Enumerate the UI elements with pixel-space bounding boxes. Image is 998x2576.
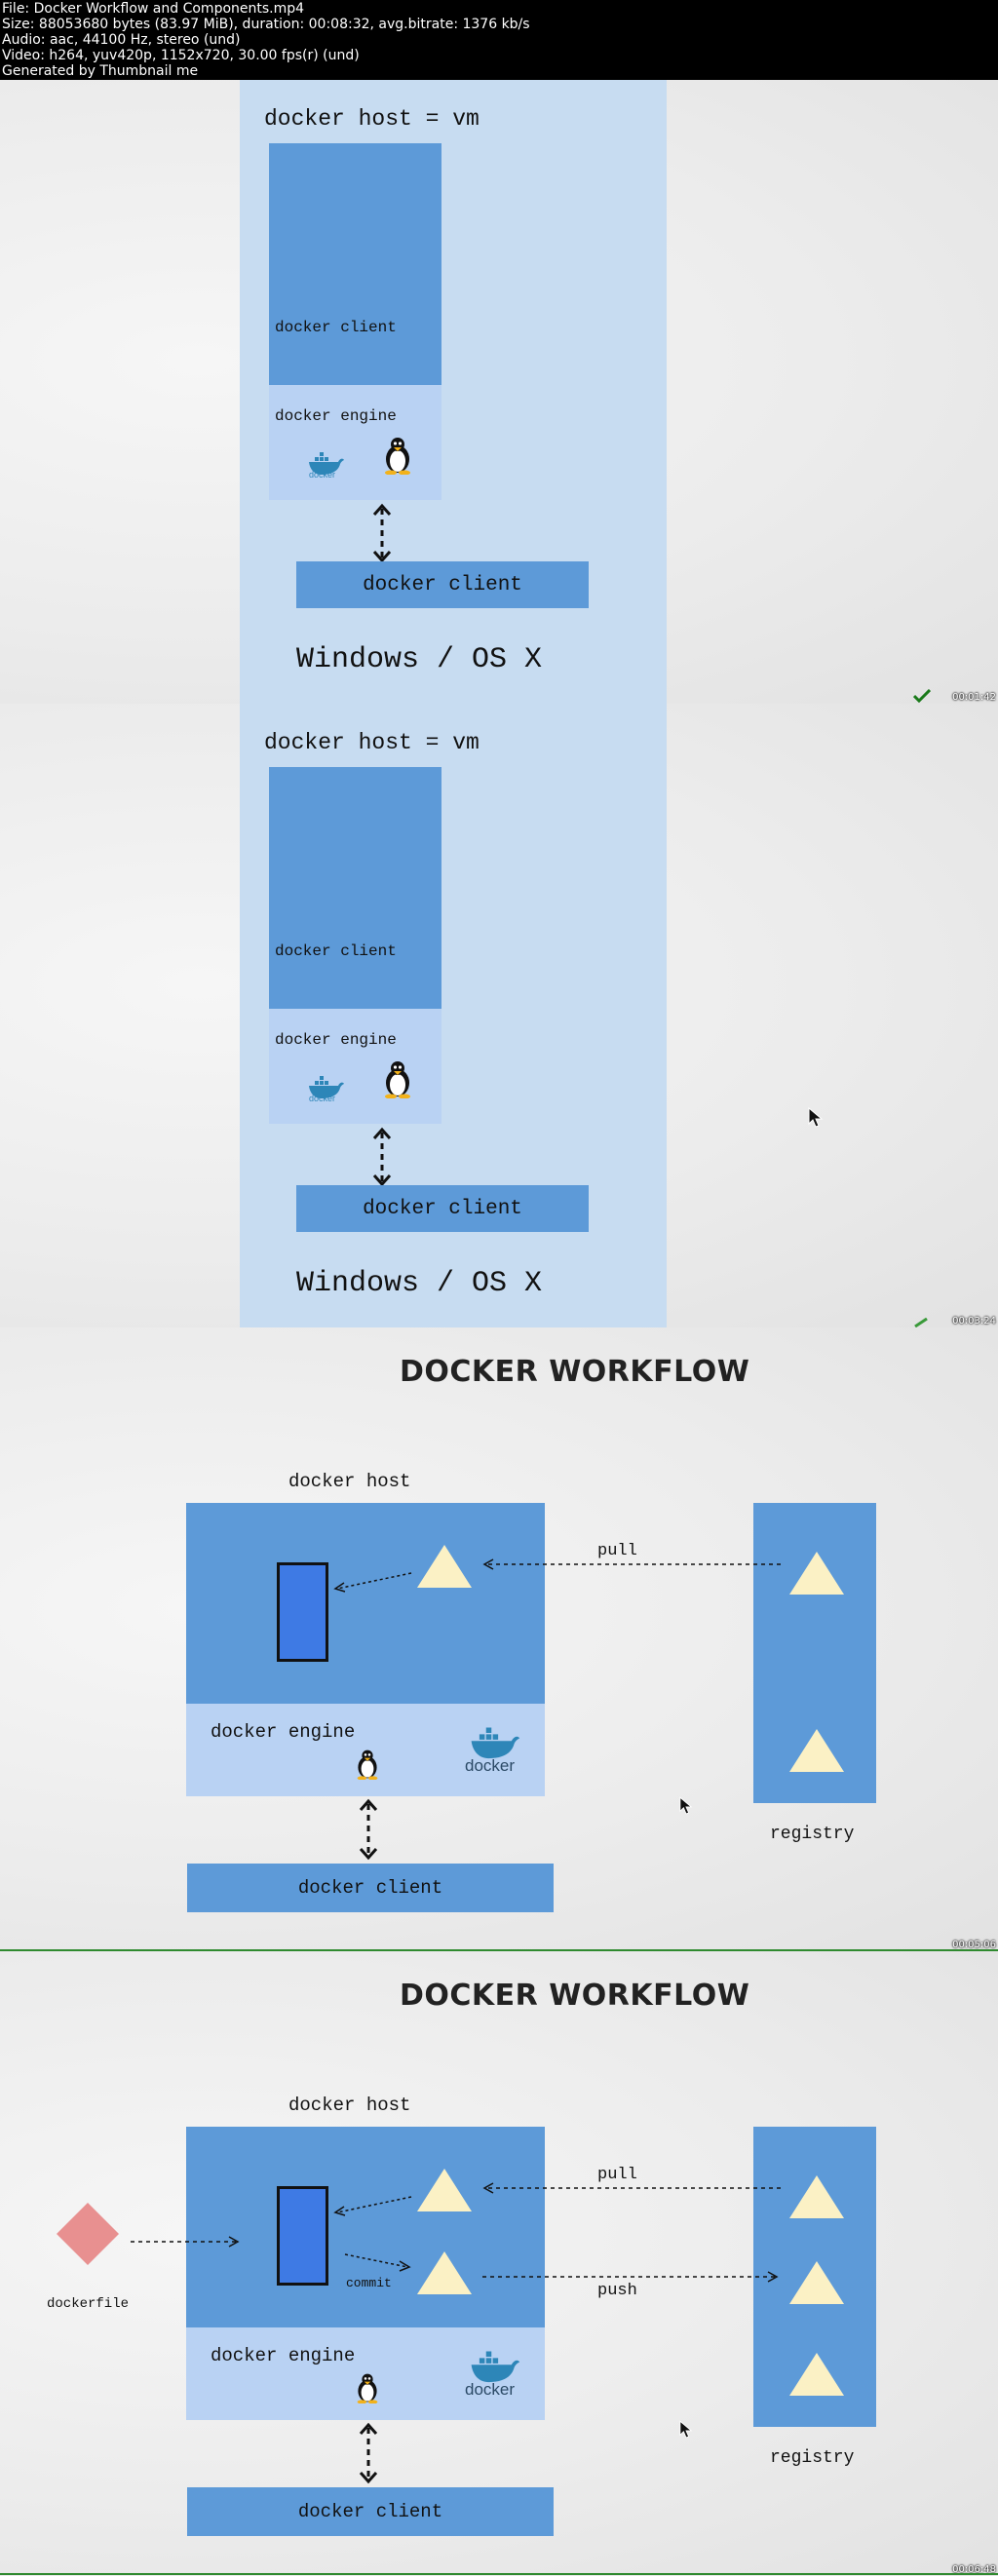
dockerfile-diamond <box>55 2201 121 2267</box>
image-triangle <box>417 2169 472 2211</box>
frame-timestamp: 00:01:42 <box>952 692 996 703</box>
client-engine-arrow <box>357 2422 380 2484</box>
docker-engine-block <box>269 385 441 500</box>
engine-label: docker engine <box>275 1031 397 1049</box>
docker-client-bar: docker client <box>187 1864 554 1912</box>
thumbnail-frame-4: DOCKER WORKFLOW docker host commit docke… <box>0 1951 998 2576</box>
container-box <box>277 2186 328 2286</box>
dockerfile-label: dockerfile <box>47 2296 130 2312</box>
docker-client-bar: docker client <box>296 1185 589 1232</box>
meta-size-line: Size: 88053680 bytes (83.97 MiB), durati… <box>2 17 530 32</box>
frame-timestamp: 00:06:48 <box>952 2564 996 2575</box>
vm-client-block <box>269 143 441 385</box>
mouse-cursor-icon <box>679 1796 693 1816</box>
container-box <box>277 1562 328 1662</box>
pushed-image-triangle <box>789 2261 844 2304</box>
docker-host-block <box>186 2127 545 2327</box>
workflow-title: DOCKER WORKFLOW <box>400 1355 750 1389</box>
docker-engine-block <box>269 1009 441 1124</box>
host-title: docker host <box>288 2095 411 2116</box>
docker-whale-icon <box>466 2346 522 2389</box>
pull-arrow <box>480 1557 783 1571</box>
frame-divider <box>0 1949 998 1951</box>
push-arrow <box>480 2270 783 2284</box>
docker-client-bar-label: docker client <box>363 573 522 596</box>
meta-generator-line: Generated by Thumbnail me <box>2 63 199 79</box>
engine-label: docker engine <box>211 2345 356 2366</box>
vm-client-block <box>269 767 441 1009</box>
mouse-cursor-icon <box>808 1106 824 1129</box>
meta-audio-line: Audio: aac, 44100 Hz, stereo (und) <box>2 32 241 48</box>
host-title: docker host = vm <box>264 106 480 132</box>
registry-image-triangle <box>789 2175 844 2218</box>
push-label: push <box>597 2282 637 2300</box>
workflow-title: DOCKER WORKFLOW <box>400 1979 750 2013</box>
mouse-cursor-icon <box>679 2420 693 2440</box>
dockerfile-arrow <box>129 2235 242 2249</box>
host-title: docker host = vm <box>264 730 480 755</box>
docker-whale-icon <box>466 1722 522 1765</box>
docker-logo-text: docker <box>309 470 336 480</box>
engine-label: docker engine <box>211 1721 356 1743</box>
registry-label: registry <box>770 1825 855 1844</box>
frame-timestamp: 00:03:24 <box>952 1316 996 1326</box>
os-label: Windows / OS X <box>296 643 543 676</box>
client-engine-arrow <box>370 1127 394 1187</box>
meta-file-line: File: Docker Workflow and Components.mp4 <box>2 1 305 17</box>
linux-penguin-icon <box>355 1749 380 1781</box>
linux-penguin-icon <box>382 1059 413 1099</box>
frame-timestamp: 00:05:06 <box>952 1940 996 1950</box>
commit-arrow <box>343 2251 413 2273</box>
client-engine-arrow <box>370 503 394 563</box>
docker-client-bar-label: docker client <box>297 2501 443 2522</box>
docker-whale-icon <box>306 448 345 480</box>
docker-logo-text: docker <box>465 2380 516 2399</box>
pull-label: pull <box>597 2166 637 2184</box>
run-arrow <box>331 1567 413 1595</box>
thumbnail-frame-1: docker host = vm docker client docker en… <box>0 80 998 704</box>
frame-divider <box>0 2573 998 2575</box>
pull-label: pull <box>597 1542 637 1560</box>
vm-client-label: docker client <box>275 319 397 336</box>
docker-logo-text: docker <box>465 1756 516 1775</box>
thumbnail-frame-3: DOCKER WORKFLOW docker host docker engin… <box>0 1327 998 1951</box>
pencil-icon <box>914 1315 928 1327</box>
registry-image-triangle <box>789 2353 844 2396</box>
committed-image-triangle <box>417 2251 472 2294</box>
docker-whale-icon <box>306 1072 345 1103</box>
docker-client-bar-label: docker client <box>297 1877 443 1899</box>
docker-client-bar: docker client <box>187 2487 554 2536</box>
check-mark-icon <box>912 688 932 704</box>
registry-image-triangle <box>789 1552 844 1595</box>
registry-label: registry <box>770 2448 855 2468</box>
docker-host-block <box>186 1503 545 1704</box>
thumbnail-frame-2: docker host = vm docker client docker en… <box>0 704 998 1327</box>
docker-client-bar-label: docker client <box>363 1197 522 1220</box>
run-arrow <box>331 2191 413 2218</box>
os-label: Windows / OS X <box>296 1267 543 1300</box>
image-triangle <box>417 1545 472 1588</box>
client-engine-arrow <box>357 1798 380 1861</box>
docker-client-bar: docker client <box>296 561 589 608</box>
host-title: docker host <box>288 1471 411 1492</box>
commit-label: commit <box>346 2276 392 2290</box>
video-metadata-header: File: Docker Workflow and Components.mp4… <box>0 0 998 80</box>
vm-client-label: docker client <box>275 942 397 960</box>
engine-label: docker engine <box>275 407 397 425</box>
pull-arrow <box>480 2181 783 2195</box>
docker-logo-text: docker <box>309 1094 336 1103</box>
meta-video-line: Video: h264, yuv420p, 1152x720, 30.00 fp… <box>2 48 360 63</box>
linux-penguin-icon <box>382 436 413 476</box>
registry-image-triangle <box>789 1729 844 1772</box>
linux-penguin-icon <box>355 2372 380 2404</box>
